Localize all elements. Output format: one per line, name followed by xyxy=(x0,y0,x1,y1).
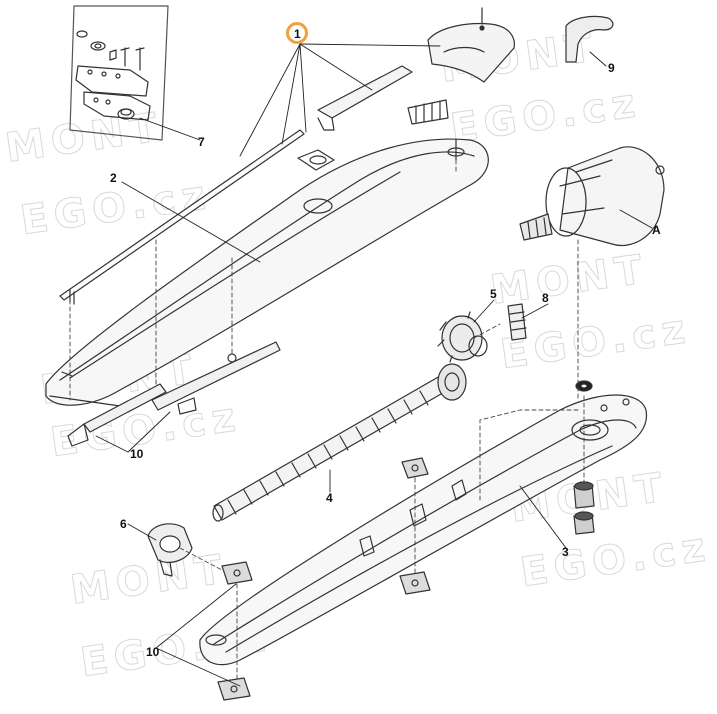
part-7-bracket-assembly xyxy=(69,5,169,141)
highlight-callout-part-1 xyxy=(286,22,308,44)
label-part-1: 1 xyxy=(294,27,301,41)
label-part-7: 7 xyxy=(198,135,205,149)
part-1-terminal-block xyxy=(407,99,449,125)
part-10-lower-plates xyxy=(217,457,431,701)
label-part-9: 9 xyxy=(608,61,615,75)
part-1-top-cover xyxy=(427,7,515,83)
label-part-2: 2 xyxy=(110,171,117,185)
part-9-release-handle xyxy=(565,15,614,63)
part-1-small-cap xyxy=(297,149,335,171)
label-part-3: 3 xyxy=(562,545,569,559)
label-part-5: 5 xyxy=(490,287,497,301)
part-1-cable-cover xyxy=(317,65,413,131)
part-6-end-cap xyxy=(147,523,193,577)
cable-glands xyxy=(573,380,595,535)
assembly-lines xyxy=(69,159,585,681)
label-part-a: A xyxy=(652,223,661,237)
part-3-lower-housing xyxy=(199,394,648,666)
part-2-upper-housing xyxy=(45,138,489,407)
label-part-6: 6 xyxy=(120,517,127,531)
label-part-10-lower: 10 xyxy=(146,645,160,659)
part-8-spacer xyxy=(507,303,527,341)
label-part-8: 8 xyxy=(542,291,549,305)
label-part-4: 4 xyxy=(326,491,333,505)
part-4-worm-screw xyxy=(212,363,467,522)
part-10-upper-brackets xyxy=(67,341,281,447)
part-a-motor xyxy=(519,146,665,246)
label-part-10-upper: 10 xyxy=(130,447,144,461)
leader-lines xyxy=(95,43,653,687)
part-5-gear xyxy=(437,311,488,363)
